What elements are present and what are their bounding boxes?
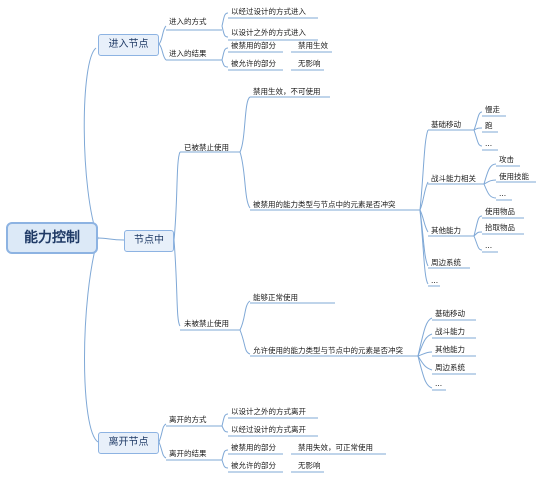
- in-allowed-other[interactable]: 其他能力: [435, 345, 465, 354]
- leave-node[interactable]: 离开节点: [98, 432, 159, 454]
- in-other[interactable]: 其他能力: [431, 226, 461, 235]
- in-disabled[interactable]: 已被禁止使用: [184, 143, 229, 152]
- enter-banned-effect[interactable]: 禁用生效: [298, 41, 328, 50]
- in-other-use-item[interactable]: 使用物品: [485, 207, 515, 216]
- enter-result[interactable]: 进入的结果: [169, 49, 207, 58]
- enter-mode-designed[interactable]: 以经过设计的方式进入: [231, 7, 306, 16]
- in-enabled-note[interactable]: 能够正常使用: [253, 293, 298, 302]
- leave-allowed-effect[interactable]: 无影响: [298, 461, 321, 470]
- in-other-pick-item[interactable]: 拾取物品: [485, 223, 515, 232]
- in-allowed-conflict[interactable]: 允许使用的能力类型与节点中的元素是否冲突: [253, 346, 403, 355]
- in-basic-run[interactable]: 跑: [485, 121, 493, 130]
- in-combat-attack[interactable]: 攻击: [499, 155, 514, 164]
- enter-mode[interactable]: 进入的方式: [169, 17, 207, 26]
- in-enabled[interactable]: 未被禁止使用: [184, 319, 229, 328]
- leave-mode[interactable]: 离开的方式: [169, 415, 207, 424]
- in-combat[interactable]: 战斗能力相关: [431, 174, 476, 183]
- enter-allowed-effect[interactable]: 无影响: [298, 59, 321, 68]
- enter-mode-undesigned[interactable]: 以设计之外的方式进入: [231, 28, 306, 37]
- in-basic-more[interactable]: ...: [485, 139, 493, 148]
- leave-result[interactable]: 离开的结果: [169, 449, 207, 458]
- in-allowed-more[interactable]: ...: [435, 379, 443, 388]
- in-basic[interactable]: 基础移动: [431, 120, 461, 129]
- leave-banned[interactable]: 被禁用的部分: [231, 443, 276, 452]
- enter-banned[interactable]: 被禁用的部分: [231, 41, 276, 50]
- leave-mode-undesigned[interactable]: 以设计之外的方式离开: [231, 407, 306, 416]
- in-conflict[interactable]: 被禁用的能力类型与节点中的元素是否冲突: [253, 200, 396, 209]
- enter-node[interactable]: 进入节点: [98, 34, 159, 56]
- in-other-more[interactable]: ...: [485, 241, 493, 250]
- in-allowed-basic[interactable]: 基础移动: [435, 309, 465, 318]
- leave-allowed[interactable]: 被允许的部分: [231, 461, 276, 470]
- leave-banned-effect[interactable]: 禁用失效，可正常使用: [298, 443, 373, 452]
- in-allowed-combat[interactable]: 战斗能力: [435, 327, 465, 336]
- in-disabled-note[interactable]: 禁用生效，不可使用: [253, 87, 321, 96]
- in-combat-skill[interactable]: 使用技能: [499, 172, 529, 181]
- in-combat-more[interactable]: ...: [499, 189, 507, 198]
- in-node[interactable]: 节点中: [124, 230, 174, 252]
- in-basic-walk[interactable]: 慢走: [485, 105, 500, 114]
- in-allowed-peripheral[interactable]: 周边系统: [435, 363, 465, 372]
- enter-allowed[interactable]: 被允许的部分: [231, 59, 276, 68]
- in-peripheral[interactable]: 周边系统: [431, 258, 461, 267]
- root-node[interactable]: 能力控制: [6, 222, 98, 254]
- leave-mode-designed[interactable]: 以经过设计的方式离开: [231, 425, 306, 434]
- in-more[interactable]: ...: [431, 276, 439, 285]
